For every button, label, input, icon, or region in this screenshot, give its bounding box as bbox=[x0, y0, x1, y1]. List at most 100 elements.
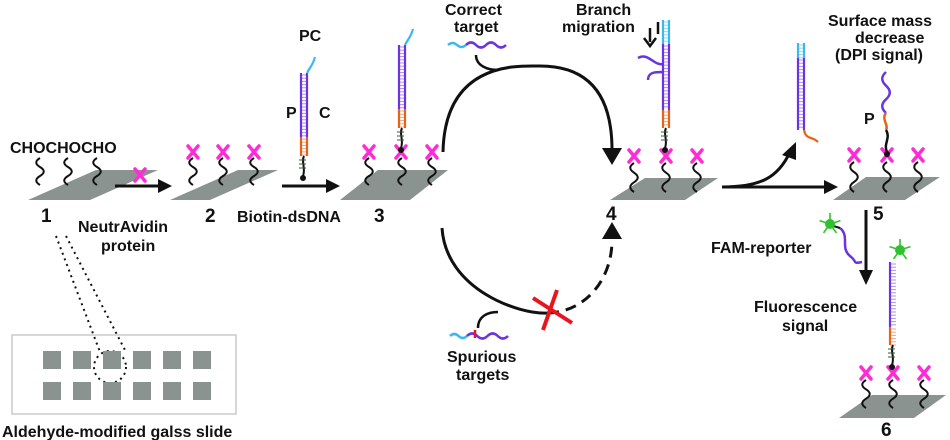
immobilized-dsdna-probe bbox=[397, 28, 415, 153]
neutravidin-icon bbox=[917, 365, 931, 381]
neutravidin-icon bbox=[847, 147, 861, 163]
stage-4: 4 bbox=[606, 20, 718, 225]
fam-fluorophore-icon bbox=[819, 213, 841, 234]
p-label: P bbox=[286, 105, 297, 122]
spurious-label-1: Spurious bbox=[447, 349, 516, 366]
pc-label: PC bbox=[299, 28, 322, 45]
slide-spot bbox=[73, 351, 91, 369]
branch-migration-label-2: migration bbox=[562, 19, 635, 36]
branch-migration-arrow bbox=[643, 28, 657, 49]
neutravidin-icon bbox=[911, 147, 925, 163]
fam-reporter-label: FAM-reporter bbox=[711, 240, 811, 257]
neutravidin-icon bbox=[362, 144, 376, 160]
spurious-target-strand bbox=[449, 330, 509, 340]
linker-group bbox=[849, 161, 923, 193]
linker-strand bbox=[92, 157, 102, 186]
slide-caption: Aldehyde-modified galss slide bbox=[2, 424, 232, 440]
neutravidin-row bbox=[859, 365, 931, 381]
spurious-label-2: targets bbox=[456, 367, 509, 384]
linker-strand bbox=[629, 162, 639, 193]
primer-strand-c bbox=[881, 71, 891, 157]
fam-core bbox=[825, 219, 835, 229]
stage-number-1: 1 bbox=[41, 206, 52, 227]
surface-mass-label-3: (DPI signal) bbox=[835, 47, 923, 64]
slide-spot bbox=[103, 382, 121, 400]
correct-target-label-1: Correct bbox=[445, 2, 503, 19]
stage-number-3: 3 bbox=[374, 206, 385, 227]
neutravidin-icon bbox=[659, 148, 673, 164]
linker-group bbox=[35, 157, 102, 186]
linker-strand bbox=[861, 379, 871, 409]
primer-overhang bbox=[802, 129, 819, 143]
linker-strand bbox=[364, 157, 374, 186]
probe-strand-segment bbox=[881, 71, 891, 114]
correct-target-strand bbox=[447, 41, 507, 49]
biotin-dsdna-label: Biotin-dsDNA bbox=[237, 209, 341, 226]
correct-target-path bbox=[441, 54, 622, 165]
toehold-overhang bbox=[404, 28, 415, 46]
invading-target-strands bbox=[637, 55, 664, 81]
stage-number-6: 6 bbox=[881, 420, 892, 440]
spurious-target-path bbox=[440, 222, 622, 329]
biotin-dsdna-probe bbox=[299, 56, 317, 181]
blocked-cross-icon bbox=[531, 289, 574, 331]
slide-spot bbox=[163, 382, 181, 400]
stage-3: 3 bbox=[340, 28, 448, 227]
toehold-segment bbox=[447, 41, 467, 49]
linker-group bbox=[188, 157, 259, 186]
linker-strand bbox=[661, 162, 671, 193]
stage-1: CHOCHOCHO 1 bbox=[10, 140, 158, 227]
slide-spot bbox=[193, 351, 211, 369]
branch-migration-label-1: Branch bbox=[576, 2, 631, 19]
fam-fluorophore-bound-icon bbox=[889, 239, 911, 260]
linker-strand bbox=[919, 379, 929, 409]
branch-migration-complex bbox=[661, 20, 671, 153]
linker-strand bbox=[849, 161, 859, 193]
biotin-icon bbox=[662, 147, 668, 153]
linker-strand bbox=[397, 157, 407, 186]
neutravidin-icon bbox=[216, 144, 230, 160]
linker-strand bbox=[888, 379, 898, 409]
neutravidin-icon bbox=[133, 167, 147, 183]
stage-number-4: 4 bbox=[606, 204, 617, 225]
linker-strand bbox=[35, 157, 45, 186]
neutravidin-icon bbox=[133, 167, 147, 183]
surface-plate bbox=[340, 170, 448, 200]
neutravidin-icon bbox=[247, 144, 261, 160]
linker-strand bbox=[913, 161, 923, 193]
toehold-segment bbox=[449, 332, 468, 340]
linker-strand bbox=[188, 157, 198, 186]
linker-strand bbox=[692, 162, 702, 193]
slide-spot bbox=[43, 351, 61, 369]
fluorescence-label-1: Fluorescence bbox=[754, 299, 857, 316]
neutravidin-icon bbox=[627, 148, 641, 164]
reporter-hybridized-duplex bbox=[888, 262, 896, 370]
linker-strand bbox=[427, 157, 437, 186]
target-segment bbox=[465, 41, 507, 49]
slide-spot bbox=[103, 351, 121, 369]
neutravidin-row bbox=[627, 148, 704, 164]
target-segment bbox=[466, 332, 509, 340]
linker-group bbox=[861, 379, 929, 409]
neutravidin-icon bbox=[690, 148, 704, 164]
linker-strand bbox=[63, 157, 73, 186]
biotin-icon bbox=[300, 175, 306, 181]
primer-segment bbox=[883, 112, 888, 131]
slide-spot bbox=[163, 351, 181, 369]
linker-group bbox=[364, 157, 437, 186]
biotin-icon bbox=[398, 147, 404, 153]
arrow-4-to-5 bbox=[721, 142, 838, 194]
c-label: C bbox=[319, 105, 331, 122]
stage-2: 2 bbox=[170, 144, 278, 227]
slide-spot bbox=[73, 382, 91, 400]
released-target-probe-duplex bbox=[796, 43, 819, 143]
surface-plate bbox=[28, 170, 158, 200]
neutravidin-icon bbox=[425, 144, 439, 160]
linker-strand bbox=[882, 161, 892, 193]
slide-spot bbox=[43, 382, 61, 400]
neutravidin-label-1: NeutrAvidin bbox=[78, 219, 168, 236]
slide-spot bbox=[193, 382, 211, 400]
slide-spot bbox=[133, 382, 151, 400]
p-label-stage5: P bbox=[864, 111, 875, 128]
neutravidin-icon bbox=[859, 365, 873, 381]
